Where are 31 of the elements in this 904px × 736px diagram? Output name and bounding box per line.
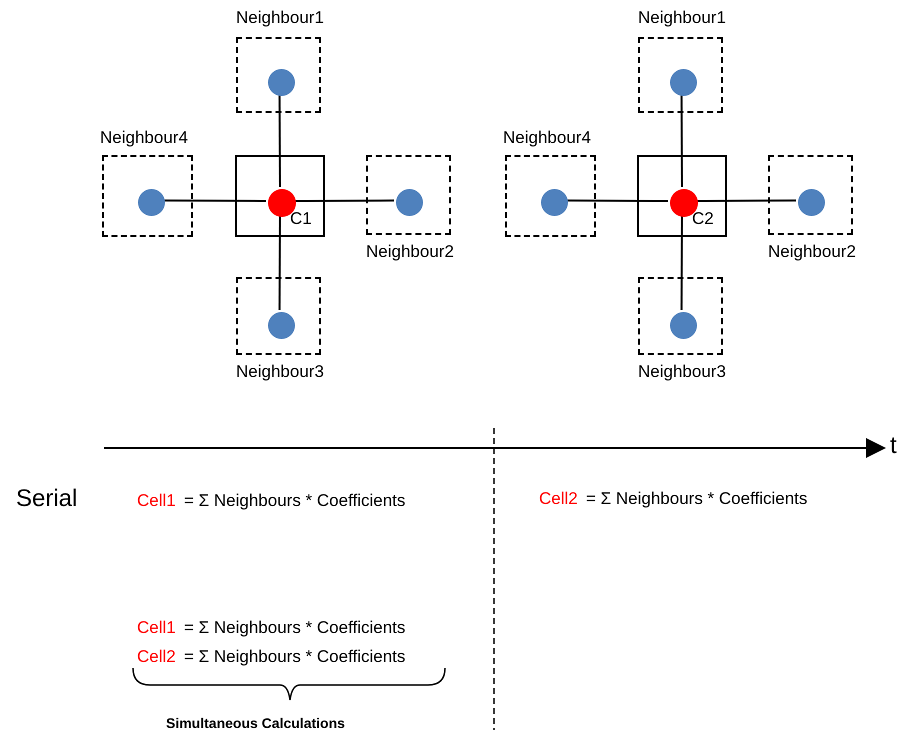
cell-name: Cell2: [539, 490, 578, 507]
neighbour-label: Neighbour1: [236, 9, 324, 26]
connector-line: [680, 215, 683, 310]
neighbour-label: Neighbour2: [366, 243, 454, 260]
connector-line: [696, 200, 796, 202]
cell-name: Cell1: [137, 619, 176, 636]
cell-name: Cell2: [137, 648, 176, 665]
axis-label: t: [890, 434, 897, 458]
connector-line: [163, 200, 266, 202]
connector-line: [278, 215, 281, 310]
neighbour-label: Neighbour4: [503, 129, 591, 146]
connector-line: [278, 94, 281, 187]
neighbour-label: Neighbour3: [638, 363, 726, 380]
neighbour-label: Neighbour2: [768, 243, 856, 260]
connector-line: [680, 94, 683, 187]
brace-label: Simultaneous Calculations: [166, 716, 345, 730]
formula-text: = Σ Neighbours * Coefficients: [586, 490, 808, 507]
cell-name: Cell1: [137, 492, 176, 509]
cell-box: [235, 155, 325, 237]
cell-box: [637, 155, 727, 237]
neighbour-label: Neighbour1: [638, 9, 726, 26]
connector-line: [566, 200, 668, 202]
formula-text: = Σ Neighbours * Coefficients: [184, 648, 406, 665]
cell-label: C2: [692, 210, 714, 227]
cell-label: C1: [290, 210, 312, 227]
connector-line: [294, 200, 394, 202]
neighbour-label: Neighbour3: [236, 363, 324, 380]
neighbour-label: Neighbour4: [100, 129, 188, 146]
row-label: Serial: [16, 487, 78, 511]
formula-text: = Σ Neighbours * Coefficients: [184, 619, 406, 636]
formula-text: = Σ Neighbours * Coefficients: [184, 492, 406, 509]
